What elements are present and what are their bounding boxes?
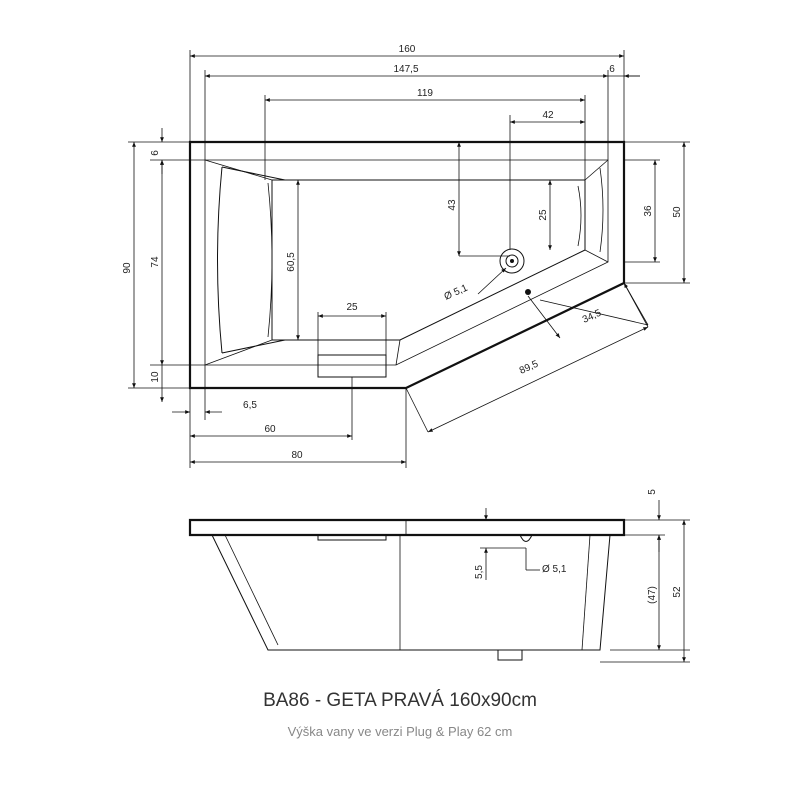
dim-rim-right: 6 <box>609 64 615 75</box>
side-dim-rim-height: 5 <box>647 489 658 495</box>
dim-drain-offset: 42 <box>542 110 554 121</box>
dim-right-short: 36 <box>643 205 654 217</box>
plan-view <box>188 140 626 390</box>
side-dim-drain-diameter: Ø 5,1 <box>542 564 567 575</box>
side-view <box>188 518 626 661</box>
dim-inner-height: 74 <box>150 256 161 268</box>
dim-rim-bottom: 10 <box>150 371 161 383</box>
diagram-title: BA86 - GETA PRAVÁ 160x90cm <box>263 690 537 711</box>
dim-front-left-60: 60 <box>264 424 276 435</box>
dim-inner-width: 147,5 <box>393 64 418 75</box>
plan-inner-rim <box>204 159 609 366</box>
plan-dimension-lines <box>128 50 690 468</box>
dim-right-total: 50 <box>672 206 683 218</box>
dim-panel-width: 25 <box>346 302 358 313</box>
diagram-subtitle: Výška vany ve verzi Plug & Play 62 cm <box>287 724 513 739</box>
dim-total-height: 90 <box>122 262 133 274</box>
plan-outer-outline <box>188 140 626 390</box>
plan-dimension-labels: 160 147,5 6 119 42 43 25 36 50 6 90 74 1… <box>122 44 683 461</box>
side-dimension-labels: 5 5,5 Ø 5,1 (47) 52 <box>474 489 683 604</box>
plan-drain <box>499 248 525 274</box>
side-rim <box>188 518 626 537</box>
dim-diagonal-long: 89,5 <box>518 359 541 377</box>
plan-basin <box>271 179 586 341</box>
dim-backrest-height: 60,5 <box>286 252 297 272</box>
dim-rim-top: 6 <box>150 150 161 156</box>
dim-drain-depth: 43 <box>447 199 458 211</box>
dim-front-left-80: 80 <box>291 450 303 461</box>
side-body <box>211 534 611 651</box>
dim-inner-height-right: 25 <box>538 209 549 221</box>
dim-total-width: 160 <box>399 44 416 55</box>
side-dim-drain-height: 5,5 <box>474 565 485 579</box>
plan-backrest-right <box>577 167 604 253</box>
dim-rim-left: 6,5 <box>243 400 257 411</box>
dim-drain-diameter: Ø 5,1 <box>443 283 470 303</box>
side-dimension-lines <box>480 500 690 663</box>
plan-overflow-panel <box>317 354 387 378</box>
side-dim-total-height: 52 <box>672 586 683 598</box>
side-dim-inner-depth: (47) <box>647 586 658 604</box>
dim-back-width: 119 <box>417 88 433 99</box>
plan-backrest-left <box>217 166 286 354</box>
